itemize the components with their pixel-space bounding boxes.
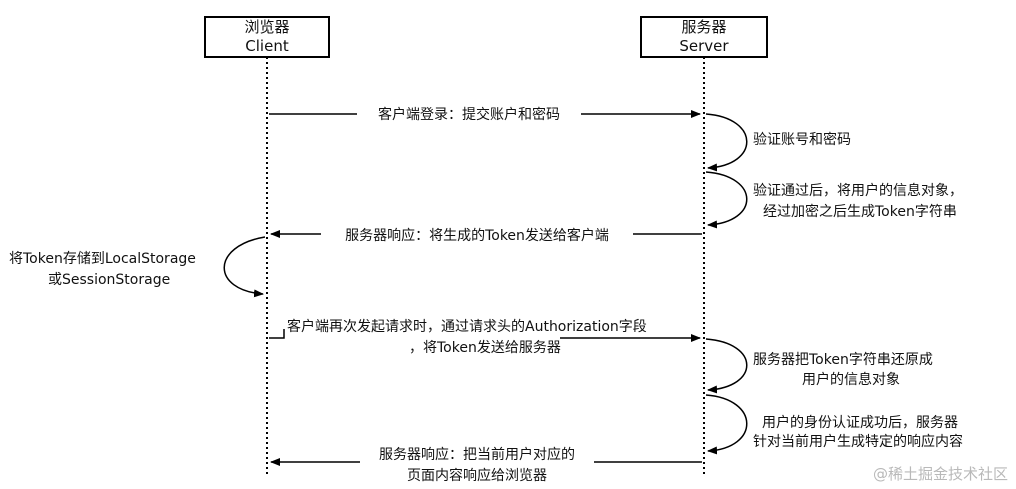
watermark: @稀土掘金技术社区 [873, 465, 1008, 483]
gen-token-self-arrow [705, 171, 748, 229]
verify-self-arrow [705, 113, 748, 172]
gen-token-label-2: 经过加密之后生成Token字符串 [763, 203, 957, 220]
server-box: 服务器 Server [640, 16, 768, 58]
client-box: 浏览器 Client [204, 16, 330, 58]
auth-label-1: 用户的身份认证成功后，服务器 [762, 414, 958, 431]
store-label-2: 或SessionStorage [48, 272, 170, 288]
restore-label-2: 用户的信息对象 [802, 371, 900, 388]
gen-token-label-1: 验证通过后，将用户的信息对象， [753, 182, 963, 199]
auth-label-2: 针对当前用户生成特定的响应内容 [753, 433, 963, 450]
server-title: 服务器 [681, 18, 726, 36]
server-subtitle: Server [679, 37, 729, 55]
login-label: 客户端登录：提交账户和密码 [378, 106, 560, 123]
verify-label: 验证账号和密码 [753, 131, 851, 148]
restore-label-1: 服务器把Token字符串还原成 [753, 352, 933, 368]
request-label-1: 客户端再次发起请求时，通过请求头的Authorization字段 [287, 318, 647, 335]
request-label-2: ，将Token发送给服务器 [409, 340, 561, 356]
client-title: 浏览器 [244, 18, 289, 36]
response-page-label-1: 服务器响应：把当前用户对应的 [379, 446, 575, 463]
store-self-arrow [223, 236, 266, 298]
response-page-label-2: 页面内容响应给浏览器 [407, 467, 547, 484]
request-arrow [269, 329, 285, 339]
client-subtitle: Client [245, 37, 289, 55]
auth-self-arrow [705, 394, 748, 455]
restore-self-arrow [705, 338, 748, 394]
response-token-label: 服务器响应：将生成的Token发送给客户端 [345, 227, 609, 244]
store-label-1: 将Token存储到LocalStorage [9, 251, 196, 267]
